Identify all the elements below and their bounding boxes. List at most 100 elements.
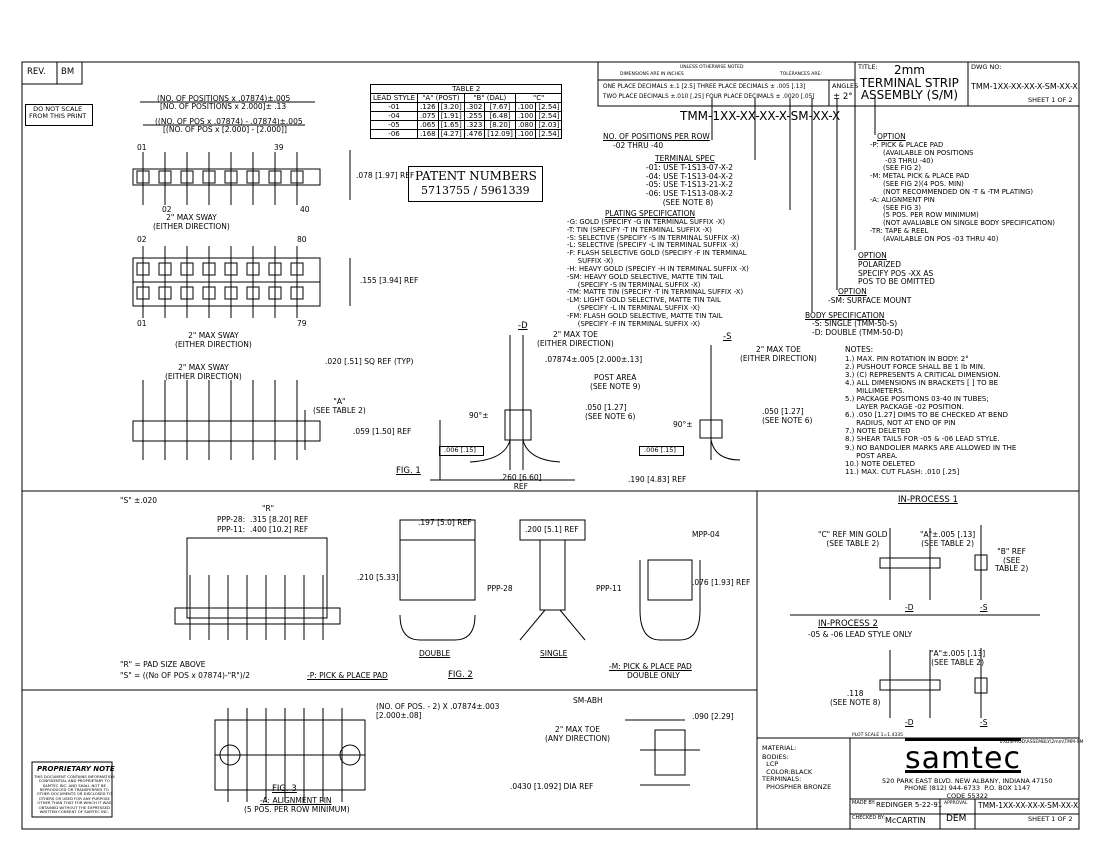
m-sub: DOUBLE ONLY bbox=[627, 671, 680, 680]
table-cell: .476 bbox=[463, 129, 486, 139]
s-definition: "S" = ((No OF POS x 07874)-"R")/2 bbox=[120, 671, 250, 680]
fig3-dim: (NO. OF POS. - 2) X .07874±.003 [2.000±.… bbox=[376, 702, 500, 720]
address: 520 PARK EAST BLVD. NEW ALBANY, INDIANA … bbox=[882, 777, 1053, 800]
ppp11-label: PPP-11 bbox=[596, 584, 622, 593]
table-cell: [8.20] bbox=[484, 120, 516, 130]
pitch-dim: .07874±.005 [2.000±.13] bbox=[545, 355, 643, 364]
patent-heading: PATENT NUMBERS bbox=[415, 169, 537, 183]
plating-heading: PLATING SPECIFICATION bbox=[605, 209, 696, 218]
table-cell: "C" bbox=[514, 93, 563, 103]
polarized-heading: OPTION bbox=[858, 251, 887, 260]
ref-200: .200 [5.1] REF bbox=[525, 525, 579, 534]
toe-2: 2" MAX TOE (EITHER DIRECTION) bbox=[740, 345, 817, 363]
ref-190: .190 [4.83] REF bbox=[628, 475, 687, 484]
sheet-bottom: SHEET 1 OF 2 bbox=[1028, 815, 1073, 823]
approval: DEM bbox=[946, 814, 967, 824]
option-text: -P: PICK & PLACE PAD (AVAILABLE ON POSIT… bbox=[870, 141, 1055, 243]
dim-positions: (NO. OF POSITIONS x .07874)±.005 bbox=[157, 94, 291, 103]
table-cell: [2.54] bbox=[535, 129, 563, 139]
table-cell: [4.27] bbox=[437, 129, 465, 139]
table-2-title: TABLE 2 bbox=[369, 84, 563, 94]
do-not-scale-box bbox=[25, 104, 93, 126]
table-cell: .100 bbox=[514, 129, 537, 139]
table-cell: [1.91] bbox=[437, 111, 465, 121]
checked-label: CHECKED BY: bbox=[852, 815, 886, 821]
d-050: .050 [1.27] (SEE NOTE 6) bbox=[585, 403, 636, 421]
option-heading: OPTION bbox=[877, 132, 906, 141]
table-cell: .100 bbox=[514, 111, 537, 121]
sway-2: 2" MAX SWAY (EITHER DIRECTION) bbox=[175, 331, 252, 349]
sm-text: -SM: SURFACE MOUNT bbox=[828, 296, 912, 305]
ref-059: .059 [1.50] REF bbox=[353, 427, 412, 436]
angles-value: ± 2° bbox=[833, 92, 853, 102]
do-not-scale: DO NOT SCALE FROM THIS PRINT bbox=[29, 105, 87, 121]
s-tolerance: "S" ±.020 bbox=[120, 496, 158, 505]
sm-heading: OPTION bbox=[838, 287, 867, 296]
ip2-s: -S bbox=[980, 718, 988, 727]
ref-076: .076 [1.93] REF bbox=[692, 578, 751, 587]
made-by: REDINGER 5-22-91 bbox=[876, 801, 943, 809]
in-process-2: IN-PROCESS 2 bbox=[818, 619, 878, 629]
in-process-1: IN-PROCESS 1 bbox=[898, 495, 958, 505]
table-cell: .075 bbox=[417, 111, 439, 121]
table-row: -04.075[1.91].255[6.48].100[2.54] bbox=[369, 111, 563, 121]
table-cell: [6.48] bbox=[484, 111, 516, 121]
b-ref: "B" REF (SEE TABLE 2) bbox=[995, 547, 1029, 574]
sway-3: 2" MAX SWAY (EITHER DIRECTION) bbox=[165, 363, 242, 381]
ip2-sub: -05 & -06 LEAD STYLE ONLY bbox=[808, 630, 913, 639]
table-cell: "B" (DAL) bbox=[463, 93, 516, 103]
sway-1: 2" MAX SWAY (EITHER DIRECTION) bbox=[153, 213, 230, 231]
flatness-1 bbox=[439, 446, 484, 456]
tol-line-1: ONE PLACE DECIMALS ±.1 [2.5] THREE PLACE… bbox=[603, 84, 806, 90]
dia-ref: .0430 [1.092] DIA REF bbox=[510, 782, 594, 791]
single-label: SINGLE bbox=[540, 649, 568, 658]
table-cell: [1.65] bbox=[437, 120, 465, 130]
positions-text: -02 THRU -40 bbox=[613, 141, 664, 150]
table-cell: .255 bbox=[463, 111, 486, 121]
table-2-header: LEAD STYLE "A" (POST) "B" (DAL) "C" bbox=[369, 93, 563, 103]
table-row: -05.065[1.65].323[8.20].080[2.03] bbox=[369, 120, 563, 130]
fig-1-label: FIG. 1 bbox=[396, 466, 421, 476]
sheet-number: SHEET 1 OF 2 bbox=[1028, 96, 1073, 104]
file-path: EXDSPROD\ASSEMBLY\2mm\TMM-SM bbox=[1000, 740, 1084, 745]
material-text: BODIES: LCP COLOR:BLACK TERMINALS: PHOSP… bbox=[762, 753, 832, 791]
table-cell: .302 bbox=[463, 102, 486, 112]
table-row: -01.126[3.20].302[7.67].100[2.54] bbox=[369, 102, 563, 112]
toe-1: 2" MAX TOE (EITHER DIRECTION) bbox=[537, 330, 614, 348]
ip1-s: -S bbox=[980, 603, 988, 612]
table-cell: -06 bbox=[369, 129, 419, 139]
ppp28-label: PPP-28 bbox=[487, 584, 513, 593]
table-cell: [7.67] bbox=[484, 102, 516, 112]
table-cell: .100 bbox=[514, 102, 537, 112]
table-cell: .065 bbox=[417, 120, 439, 130]
r-label: "R" bbox=[262, 504, 275, 513]
p-caption: -P: PICK & PLACE PAD bbox=[307, 671, 388, 680]
tolerances-are: TOLERANCES ARE: bbox=[780, 72, 822, 77]
dwg-number: TMM-1XX-XX-XX-X-SM-XX-X bbox=[971, 82, 1078, 91]
mpp04-label: MPP-04 bbox=[692, 530, 720, 539]
material-label: MATERIAL: bbox=[762, 744, 797, 752]
patent-box bbox=[408, 166, 543, 202]
angle-s: 90°± bbox=[673, 420, 693, 429]
flat-2: .006 [.15] bbox=[644, 446, 676, 454]
body-heading: BODY SPECIFICATION bbox=[805, 311, 885, 320]
dwg-number-bottom: TMM-1XX-XX-XX-X-SM-XX-X bbox=[978, 801, 1079, 810]
unless-noted: UNLESS OTHERWISE NOTED bbox=[680, 65, 744, 70]
double-label: DOUBLE bbox=[419, 649, 451, 658]
ppp28-dim: PPP-28: .315 [8.20] REF bbox=[217, 515, 309, 524]
table-cell: -01 bbox=[369, 102, 419, 112]
table-cell: [2.03] bbox=[535, 120, 563, 130]
table-cell: .323 bbox=[463, 120, 486, 130]
notes-heading: NOTES: bbox=[845, 345, 874, 354]
ref-260: .260 [6.60] REF bbox=[500, 473, 542, 491]
dwg-label: DWG NO: bbox=[971, 63, 1002, 71]
table-cell: [3.20] bbox=[437, 102, 465, 112]
checked-by: McCARTIN bbox=[885, 816, 926, 825]
angles-label: ANGLES bbox=[832, 82, 859, 90]
dim-positions-mm: [NO. OF POSITIONS x 2.000]± .13 bbox=[160, 102, 287, 111]
pin-01b: 01 bbox=[137, 319, 147, 328]
ref-118: .118 (SEE NOTE 8) bbox=[830, 689, 881, 707]
drawing-title: 2mm TERMINAL STRIP ASSEMBLY (S/M) bbox=[860, 63, 959, 103]
dims-inches: DIMENSIONS ARE IN INCHES bbox=[620, 72, 684, 77]
